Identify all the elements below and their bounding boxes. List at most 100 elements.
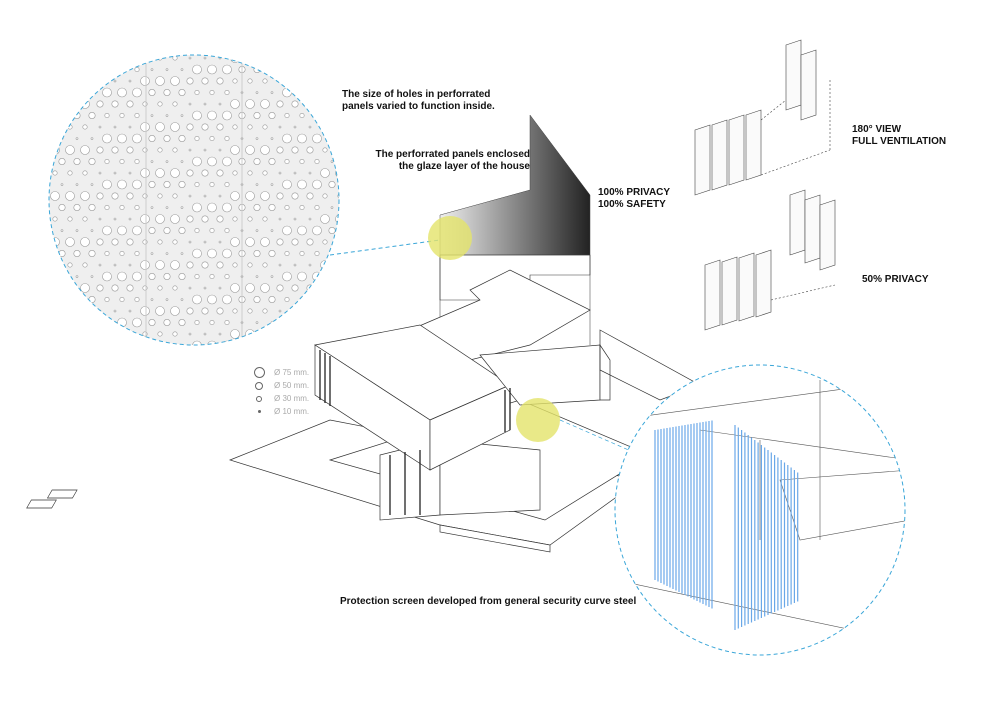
legend-item: Ø 75 mm. xyxy=(252,366,309,379)
perforation-hole xyxy=(117,271,127,282)
perforation-hole xyxy=(306,284,314,292)
perforation-hole xyxy=(322,239,328,245)
perforation-hole xyxy=(312,225,322,236)
perforation-hole xyxy=(282,271,292,282)
perforation-hole xyxy=(134,296,140,302)
perforation-hole xyxy=(75,91,79,94)
perforation-hole xyxy=(128,79,132,83)
perforation-hole xyxy=(60,183,64,186)
perforation-hole xyxy=(278,263,282,267)
perforation-hole xyxy=(346,115,348,117)
perforation-hole xyxy=(117,225,127,236)
perforation-hole xyxy=(117,179,127,190)
perforation-hole xyxy=(150,114,154,117)
perforation-hole xyxy=(260,145,270,155)
perforation-hole xyxy=(150,160,154,163)
perforation-hole xyxy=(282,317,292,328)
perforation-hole xyxy=(65,145,75,155)
perforation-hole xyxy=(52,262,58,268)
perforation-hole xyxy=(291,192,299,200)
protection-note: Protection screen developed from general… xyxy=(340,596,637,607)
perforation-hole xyxy=(170,168,180,178)
perforation-hole xyxy=(255,91,259,94)
perforation-hole xyxy=(320,168,330,178)
perforation-hole xyxy=(293,125,297,129)
perforation-hole xyxy=(50,99,60,109)
perforation-hole xyxy=(297,179,307,190)
perforation-hole xyxy=(299,113,305,119)
perforation-hole xyxy=(306,330,314,338)
perforation-hole xyxy=(328,89,336,97)
perforation-hole xyxy=(96,146,104,154)
perforation-hole xyxy=(82,170,88,176)
perforation-hole xyxy=(96,330,104,338)
perforation-hole xyxy=(52,124,58,130)
perforation-hole xyxy=(218,102,222,106)
perforation-hole xyxy=(140,214,150,224)
perforation-hole xyxy=(60,321,64,324)
privacy-full-note: 100% PRIVACY 100% SAFETY xyxy=(598,187,670,211)
perforation-hole xyxy=(102,317,112,328)
perforation-hole xyxy=(142,101,148,107)
perforation-hole xyxy=(232,262,238,268)
perforation-hole xyxy=(119,67,125,73)
perforation-hole xyxy=(276,146,284,154)
perforation-hole xyxy=(163,89,171,97)
perforation-hole xyxy=(132,133,142,144)
perforation-hole xyxy=(98,217,102,221)
perforation-hole xyxy=(188,240,192,244)
perforation-hole xyxy=(52,78,58,84)
perforation-hole xyxy=(308,217,312,221)
perforated-panel-top xyxy=(409,114,591,366)
note-line: The size of holes in perforrated xyxy=(342,89,491,100)
perforation-hole xyxy=(186,123,194,131)
perforation-hole xyxy=(98,171,102,175)
perforation-hole xyxy=(50,329,60,339)
perforation-hole xyxy=(262,170,268,176)
perforation-hole xyxy=(126,284,134,292)
hole-size-legend: Ø 75 mm. Ø 50 mm. Ø 30 mm. Ø 10 mm. xyxy=(252,366,309,418)
perforation-hole xyxy=(157,147,163,153)
note-line: panels varied to function inside. xyxy=(342,101,495,112)
perforation-hole xyxy=(134,113,140,119)
perforation-hole xyxy=(262,216,268,222)
perforation-hole xyxy=(65,191,75,201)
perforation-hole xyxy=(96,238,104,246)
perforation-hole xyxy=(117,133,127,144)
perforation-hole xyxy=(312,87,322,98)
perforation-hole xyxy=(337,147,339,153)
hole-size-note: The size of holes in perforrated panels … xyxy=(342,89,495,113)
perforation-hole xyxy=(65,329,75,339)
perforation-hole xyxy=(262,308,268,314)
perforation-hole xyxy=(344,135,350,141)
perforation-hole xyxy=(335,122,339,132)
perforation-hole xyxy=(320,122,330,132)
perforation-hole xyxy=(346,207,348,209)
perforation-hole xyxy=(178,89,186,97)
perforation-hole xyxy=(314,67,320,73)
perforation-hole xyxy=(67,262,73,268)
perforation-hole xyxy=(88,112,96,120)
perforation-hole xyxy=(245,99,255,109)
perforation-hole xyxy=(113,263,117,267)
perforation-hole xyxy=(104,296,110,302)
perforation-hole xyxy=(278,125,282,129)
perforation-hole xyxy=(88,204,96,212)
perforation-hole xyxy=(180,68,184,71)
perforation-hole xyxy=(209,228,215,234)
note-line: the glaze layer of the house xyxy=(398,161,530,172)
perforation-hole xyxy=(134,251,140,257)
perforation-hole xyxy=(128,263,132,267)
perforation-hole xyxy=(119,342,125,345)
perforation-hole xyxy=(163,227,171,235)
perforation-hole xyxy=(230,283,240,293)
perforation-hole xyxy=(284,251,290,257)
perforation-hole xyxy=(201,307,209,315)
perforation-hole xyxy=(218,194,222,198)
perforation-hole xyxy=(52,216,58,222)
perforation-hole xyxy=(73,204,81,212)
perforation-hole xyxy=(308,263,312,267)
perforation-hole xyxy=(58,295,66,303)
perforation-hole xyxy=(126,192,134,200)
perforation-hole xyxy=(203,240,207,244)
